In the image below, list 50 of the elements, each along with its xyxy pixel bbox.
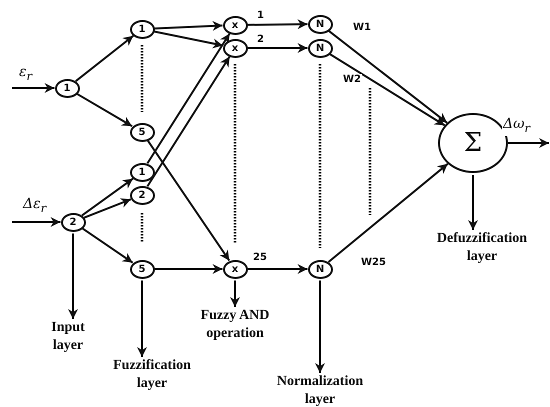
node-circle: N [308, 14, 332, 34]
layer-label: Defuzzification layer [422, 228, 542, 268]
edge-label: W1 [352, 22, 372, 33]
edge-label: W25 [360, 257, 387, 268]
layer-label: Input layer [40, 317, 96, 357]
node-circle: N [308, 260, 332, 278]
node-circle: x [222, 260, 248, 278]
arrow [468, 175, 478, 230]
arrow [230, 280, 240, 307]
node-circle: N [308, 38, 332, 58]
arrow [328, 30, 448, 124]
arrow [68, 234, 78, 319]
arrow [12, 83, 54, 93]
arrow [76, 92, 133, 128]
node-circle: 5 [130, 260, 154, 278]
node-circle: x [222, 38, 248, 58]
arrow [137, 280, 147, 357]
edge-label: Δω$_{r}$ [502, 116, 532, 136]
node-circle: 5 [130, 122, 154, 142]
layer-label: Fuzzification layer [102, 355, 202, 395]
edge-label: 2 [256, 34, 265, 45]
arrow [12, 217, 60, 227]
arrow [146, 33, 230, 164]
node-circle: 1 [130, 162, 154, 182]
arrow [508, 138, 549, 148]
arrow [82, 227, 134, 264]
node-circle: 2 [130, 186, 154, 204]
edge-label: W2 [342, 74, 362, 85]
arrow [75, 35, 134, 82]
edge-label: 25 [252, 252, 268, 263]
arrow [146, 56, 230, 187]
arrow [328, 163, 448, 263]
arrow [315, 280, 325, 373]
arrow [247, 19, 308, 30]
node-circle: 1 [130, 20, 154, 38]
layer-label: Fuzzy AND operation [187, 305, 283, 345]
node-circle: x [222, 16, 248, 34]
arrow [84, 198, 132, 219]
edge-label: 1 [256, 10, 265, 21]
arrow [146, 140, 230, 262]
arrow [248, 264, 308, 274]
arrow [154, 264, 222, 274]
node-circle: 1 [54, 78, 80, 98]
arrow [154, 30, 224, 48]
arrow [248, 43, 308, 53]
layer-label: Normalization layer [260, 371, 380, 407]
node-circle: 2 [60, 212, 86, 232]
arrow [154, 20, 223, 31]
arrow [329, 53, 446, 126]
arrow [81, 178, 134, 216]
